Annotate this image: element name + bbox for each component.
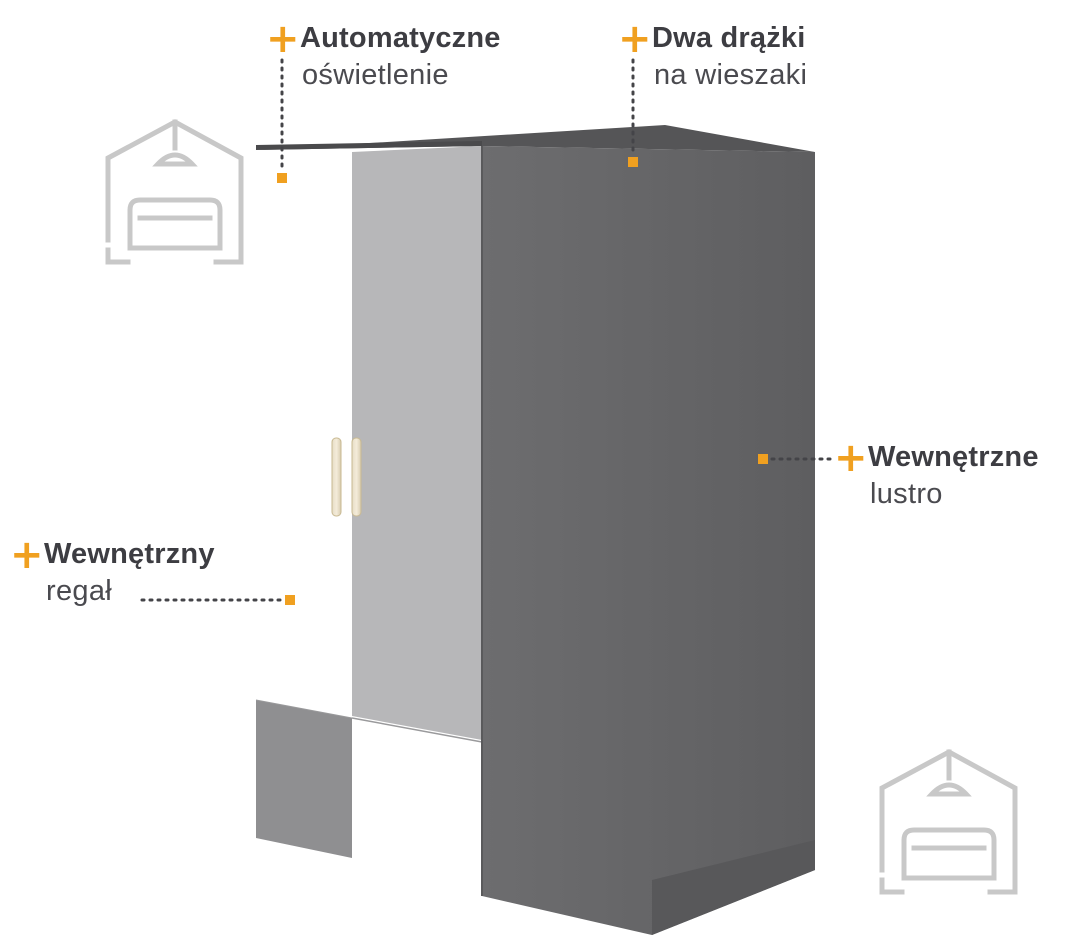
marker-dot-icon <box>628 157 638 167</box>
wardrobe-side-panel <box>482 146 815 935</box>
callout-subtitle: regał <box>46 575 112 608</box>
callout-subtitle: oświetlenie <box>302 59 449 92</box>
door-handle <box>331 437 342 517</box>
callout-mirror: + Wewnętrzne lustro <box>834 434 1039 512</box>
plus-icon: + <box>834 434 868 481</box>
door-handle <box>351 437 362 517</box>
wardrobe-left-door <box>256 152 352 716</box>
marker-dot-icon <box>758 454 768 464</box>
house-sofa-logo-icon <box>879 749 1018 895</box>
wardrobe-middle-door <box>352 146 482 740</box>
callout-lighting: + Automatyczne oświetlenie <box>266 15 501 93</box>
wardrobe-drawer-left <box>256 700 352 858</box>
marker-dot-icon <box>285 595 295 605</box>
callout-title: Wewnętrzny <box>44 538 215 570</box>
plus-icon: + <box>10 531 44 578</box>
plus-icon: + <box>618 15 652 62</box>
wardrobe-drawer-right <box>352 718 482 890</box>
callout-subtitle: lustro <box>870 478 943 511</box>
callout-rails: + Dwa drążki na wieszaki <box>618 15 808 93</box>
callout-title: Wewnętrzne <box>868 441 1039 473</box>
plus-icon: + <box>266 15 300 62</box>
callout-title: Dwa drążki <box>652 22 806 54</box>
house-sofa-logo-icon <box>105 119 244 265</box>
marker-dot-icon <box>277 173 287 183</box>
callout-title: Automatyczne <box>300 22 501 54</box>
callout-shelf: + Wewnętrzny regał <box>10 531 215 609</box>
callout-subtitle: na wieszaki <box>654 59 808 92</box>
